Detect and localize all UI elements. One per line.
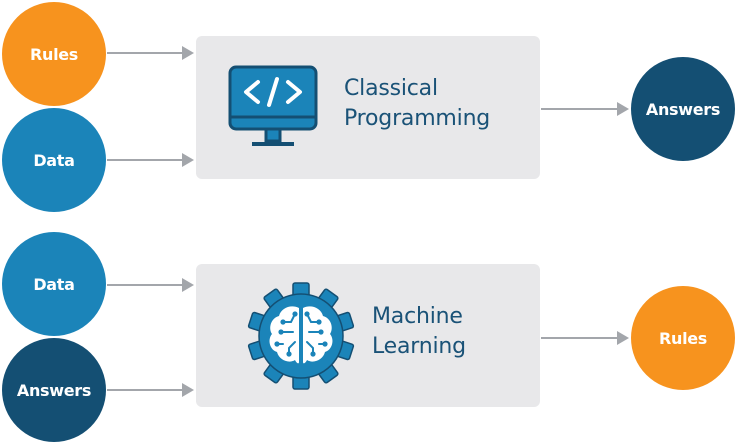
ml-title-line2: Learning <box>372 334 466 359</box>
monitor-code-icon <box>228 65 318 146</box>
ml-input-data-circle: Data <box>2 232 106 336</box>
arrow-ml-to-rules <box>541 331 629 345</box>
arrow-answers-to-ml <box>107 383 194 397</box>
output-rules-label: Rules <box>658 328 708 348</box>
output-answers-circle: Answers <box>631 57 735 161</box>
ml-input-answers-label: Answers <box>16 380 92 400</box>
machine-learning-box: Machine Learning <box>196 264 540 407</box>
ml-input-data-label: Data <box>33 274 75 294</box>
output-answers-label: Answers <box>645 99 721 119</box>
input-data-label: Data <box>33 150 75 170</box>
arrow-data-to-classical <box>107 153 194 167</box>
input-rules-label: Rules <box>29 44 79 64</box>
input-data-circle: Data <box>2 108 106 212</box>
arrow-data-to-ml <box>107 278 194 292</box>
ml-input-answers-circle: Answers <box>2 338 106 442</box>
classical-programming-box: Classical Programming <box>196 36 540 179</box>
output-rules-circle: Rules <box>631 286 735 390</box>
classical-title-line1: Classical <box>344 76 438 101</box>
classical-title-line2: Programming <box>344 106 491 131</box>
classical-programming-title: Classical Programming <box>344 74 490 134</box>
machine-learning-title: Machine Learning <box>372 302 466 362</box>
gear-brain-icon <box>247 282 355 390</box>
ml-title-line1: Machine <box>372 304 463 329</box>
arrow-classical-to-answers <box>541 102 629 116</box>
arrow-rules-to-classical <box>107 46 194 60</box>
input-rules-circle: Rules <box>2 2 106 106</box>
